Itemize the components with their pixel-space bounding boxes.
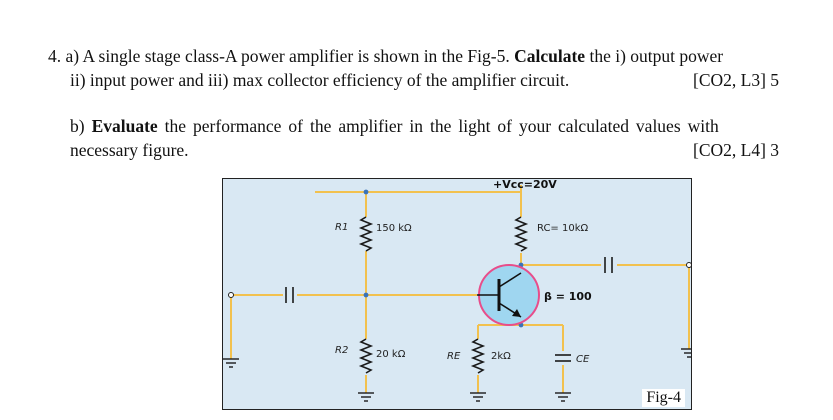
output-terminal [686, 262, 691, 268]
r2-resistor [358, 338, 374, 374]
question-4b-tag: [CO2, L4] 3 [693, 140, 780, 160]
question-4b-line-1: b) Evaluate the performance of the ampli… [70, 115, 719, 137]
r2-name-label: R2 [335, 345, 348, 356]
q4a-line1-suffix: the i) output power [585, 46, 724, 66]
transistor-emitter-arrow [512, 309, 521, 317]
ce-ground-icon [555, 392, 571, 402]
node-dot [363, 189, 369, 195]
figure-caption: Fig-4 [642, 389, 685, 407]
input-ground-icon [223, 358, 239, 368]
resistors [358, 216, 529, 374]
question-4a-line-1: 4. a) A single stage class-A power ampli… [48, 45, 723, 67]
output-ground-icon [681, 348, 691, 358]
re-value-label: 2kΩ [491, 351, 511, 362]
re-ground-icon [470, 392, 486, 402]
question-4b-line-2: necessary figure. [70, 140, 189, 160]
amplifier-circuit-figure: +Vcc=20V R1 150 kΩ RC= 10kΩ β = 100 R2 2… [222, 178, 692, 410]
input-terminal [228, 292, 234, 298]
r1-resistor [358, 216, 374, 252]
ground-symbols [223, 348, 691, 402]
capacitors [285, 257, 613, 362]
supply-voltage-label: +Vcc=20V [493, 179, 557, 191]
q4a-keyword-calculate: Calculate [514, 46, 586, 66]
circuit-diagram: +Vcc=20V R1 150 kΩ RC= 10kΩ β = 100 R2 2… [223, 179, 691, 402]
bjt-transistor [477, 264, 540, 326]
circuit-wires [230, 185, 690, 393]
beta-label: β = 100 [544, 290, 592, 303]
rc-resistor [513, 216, 529, 252]
q4b-keyword-evaluate: Evaluate [91, 116, 158, 136]
transistor-collector-lead [498, 272, 522, 288]
r2-value-label: 20 kΩ [376, 349, 406, 360]
emitter-bypass-capacitor [555, 354, 571, 362]
question-4a-line-2: ii) input power and iii) max collector e… [70, 70, 570, 90]
q4a-line1-prefix: 4. a) A single stage class-A power ampli… [48, 46, 515, 66]
re-name-label: RE [447, 351, 461, 362]
terminals [228, 262, 691, 298]
output-capacitor [604, 257, 613, 273]
r1-name-label: R1 [335, 222, 348, 233]
r2-ground-icon [358, 392, 374, 402]
r1-value-label: 150 kΩ [376, 223, 412, 234]
q4b-line1-suffix: the performance of the amplifier in the … [157, 116, 719, 136]
node-dot [363, 292, 369, 298]
question-4a-tag: [CO2, L3] 5 [693, 70, 780, 90]
q4b-line1-prefix: b) [70, 116, 92, 136]
rc-label: RC= 10kΩ [537, 223, 589, 234]
re-resistor [470, 338, 486, 374]
input-capacitor [285, 287, 294, 303]
ce-name-label: CE [576, 354, 590, 365]
